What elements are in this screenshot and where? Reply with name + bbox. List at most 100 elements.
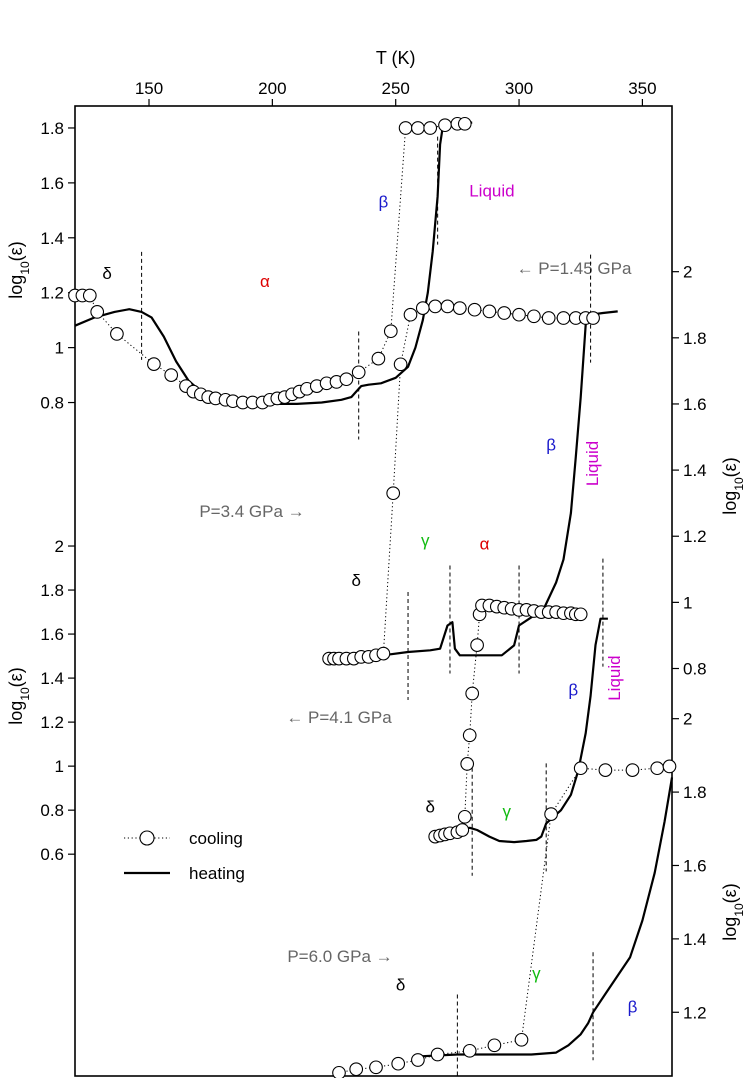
phase-boundaries bbox=[471, 558, 604, 876]
cooling-point bbox=[625, 763, 640, 777]
y-tick-label: 1.6 bbox=[40, 174, 64, 193]
phase-label: Liquid bbox=[605, 655, 624, 700]
plot-border bbox=[74, 105, 673, 1077]
y-axis-p34: 0.8 1 1.2 1.4 1.6 1.8 2 log10(ε) bbox=[672, 263, 746, 679]
phase-boundaries bbox=[456, 952, 594, 1076]
cooling-point bbox=[650, 761, 665, 776]
phase-label: δ bbox=[102, 264, 111, 283]
y-tick-label: 1.4 bbox=[683, 461, 707, 480]
cooling-point bbox=[371, 351, 386, 366]
cooling-point bbox=[376, 646, 391, 661]
y-tick-label: 2 bbox=[683, 710, 692, 729]
phase-label: γ bbox=[532, 964, 541, 983]
cooling-point bbox=[110, 327, 124, 341]
cooling-point bbox=[497, 306, 512, 320]
cooling-point bbox=[455, 823, 470, 837]
cooling-point bbox=[544, 807, 558, 821]
cooling-point bbox=[598, 763, 613, 777]
y-tick-label: 2 bbox=[683, 263, 692, 282]
phase-labels: δ α β Liquid bbox=[102, 182, 514, 292]
x-tick-label: 200 bbox=[258, 79, 286, 98]
cooling-point bbox=[482, 304, 497, 319]
cooling-point bbox=[573, 607, 588, 622]
y-tick-label: 1 bbox=[55, 339, 64, 358]
y-tick-label: 1.8 bbox=[40, 119, 64, 138]
heating-curve bbox=[74, 121, 473, 405]
y-tick-label: 1.8 bbox=[683, 329, 707, 348]
phase-boundaries bbox=[407, 254, 592, 700]
cooling-point bbox=[339, 372, 354, 387]
cooling-point bbox=[82, 288, 97, 303]
phase-label: α bbox=[260, 272, 270, 291]
cooling-point bbox=[440, 299, 455, 314]
cooling-point bbox=[423, 121, 438, 135]
cooling-point bbox=[415, 301, 430, 315]
legend-label: heating bbox=[189, 864, 245, 883]
y-tick-label: 0.8 bbox=[683, 660, 707, 679]
y-tick-label: 1.8 bbox=[40, 581, 64, 600]
y-tick-label: 1.2 bbox=[683, 527, 707, 546]
y-tick-label: 1.2 bbox=[683, 1003, 707, 1022]
cooling-point bbox=[393, 357, 408, 372]
y-tick-label: 0.8 bbox=[40, 394, 64, 413]
y-axis-title: log10(ε) bbox=[720, 457, 746, 514]
cooling-point bbox=[430, 1047, 445, 1062]
cooling-point bbox=[487, 1038, 502, 1053]
y-axis-title: log10(ε) bbox=[6, 667, 32, 724]
phase-labels: δγβ bbox=[396, 964, 638, 1016]
x-tick-label: 150 bbox=[135, 79, 163, 98]
y-tick-label: 1.4 bbox=[683, 930, 707, 949]
cooling-point bbox=[460, 757, 475, 771]
cooling-point bbox=[556, 311, 571, 325]
cooling-point bbox=[586, 311, 600, 325]
cooling-point bbox=[398, 121, 413, 135]
phase-label: β bbox=[378, 193, 388, 212]
phase-label: δ bbox=[426, 797, 435, 816]
y-tick-label: 1.4 bbox=[40, 669, 64, 688]
cooling-point bbox=[386, 486, 401, 501]
cooling-point bbox=[512, 307, 526, 322]
cooling-point bbox=[465, 686, 480, 701]
phase-label: δ bbox=[396, 975, 405, 994]
y-axis-title: log10(ε) bbox=[720, 883, 746, 940]
cooling-point bbox=[514, 1032, 529, 1047]
phase-label: Liquid bbox=[469, 182, 514, 201]
x-tick-label: 250 bbox=[382, 79, 410, 98]
cooling-point bbox=[147, 357, 161, 371]
cooling-point bbox=[457, 116, 472, 131]
pressure-label: P=6.0 GPa → bbox=[287, 947, 392, 966]
heating-curve bbox=[432, 617, 608, 844]
heating-curve bbox=[326, 310, 618, 662]
cooling-point bbox=[411, 121, 425, 135]
cooling-point bbox=[438, 118, 452, 133]
y-tick-label: 1 bbox=[683, 593, 692, 612]
cooling-point bbox=[403, 307, 418, 322]
cooling-point bbox=[467, 302, 482, 317]
cooling-point bbox=[164, 368, 179, 382]
cooling-point bbox=[383, 324, 398, 339]
cooling-point bbox=[369, 1060, 383, 1075]
y-tick-label: 1.6 bbox=[40, 625, 64, 644]
y-tick-label: 1.2 bbox=[40, 284, 64, 303]
phase-label: γ bbox=[421, 531, 430, 550]
y-tick-label: 1.6 bbox=[683, 395, 707, 414]
y-tick-label: 1.2 bbox=[40, 713, 64, 732]
cooling-point bbox=[457, 809, 472, 824]
cooling-point bbox=[391, 1056, 406, 1071]
y-tick-label: 1.8 bbox=[683, 783, 707, 802]
cooling-point bbox=[541, 311, 556, 325]
y-tick-label: 1 bbox=[55, 757, 64, 776]
x-axis-title: T (K) bbox=[376, 48, 416, 68]
